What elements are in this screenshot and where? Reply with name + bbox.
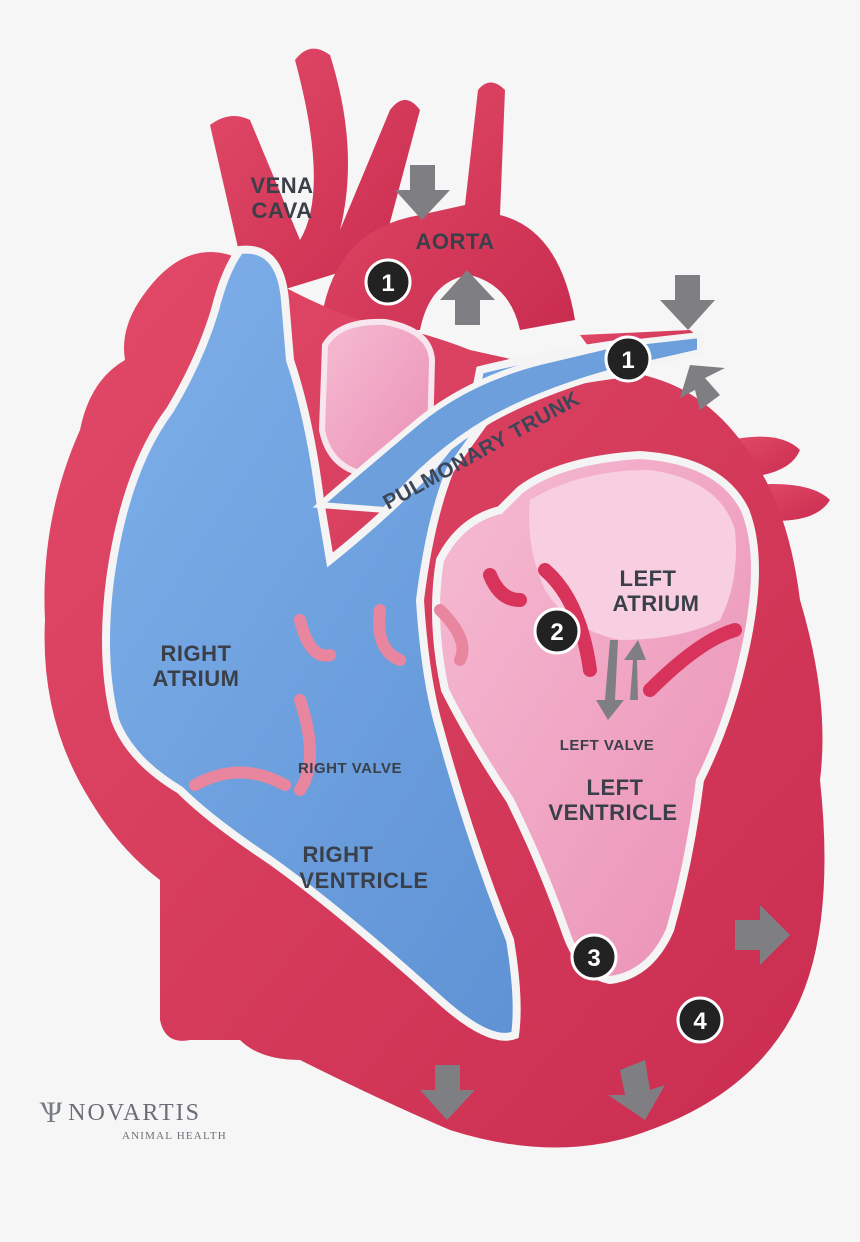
label-left-atrium-2: ATRIUM (613, 591, 700, 616)
novartis-mark-icon: Ѱ (40, 1096, 63, 1129)
arrow-valve-up-icon (624, 640, 646, 700)
arrow-bottom-right-icon (608, 1060, 665, 1120)
right-valve-leaflets (189, 604, 469, 796)
label-aorta: AORTA (415, 229, 494, 254)
marker-wall: 4 (676, 996, 724, 1044)
label-left-ventricle-2: VENTRICLE (548, 800, 677, 825)
label-right-ventricle-1: RIGHT (303, 842, 374, 867)
svg-text:4: 4 (693, 1008, 707, 1035)
label-vena-cava-1: VENA (250, 173, 313, 198)
left-atrium-area (529, 470, 736, 640)
arrow-wall-right-icon (735, 905, 790, 965)
brand-name: NOVARTIS (68, 1099, 201, 1126)
label-left-valve: LEFT VALVE (560, 737, 654, 754)
label-right-atrium-2: ATRIUM (153, 666, 240, 691)
left-valve-leaflets (483, 563, 742, 697)
label-left-atrium-1: LEFT (620, 566, 677, 591)
marker-apex: 3 (570, 933, 618, 981)
flow-arrows (395, 165, 790, 1120)
marker-pulmonary: 1 (604, 335, 652, 383)
brand-subtitle: ANIMAL HEALTH (122, 1130, 227, 1142)
label-right-atrium-1: RIGHT (161, 641, 232, 666)
arrow-bottom-left-icon (420, 1065, 475, 1120)
svg-text:3: 3 (587, 945, 600, 972)
arrow-pulmonary-down-icon (660, 275, 715, 330)
label-left-ventricle-1: LEFT (587, 775, 644, 800)
pulmonary-trunk (312, 331, 703, 514)
svg-text:2: 2 (550, 619, 563, 646)
svg-text:1: 1 (621, 347, 634, 374)
marker-aorta: 1 (364, 258, 412, 306)
svg-text:1: 1 (381, 270, 394, 297)
right-chamber (102, 245, 617, 1041)
arrow-aorta-up-icon (440, 270, 495, 325)
arrow-valve-down-icon (596, 640, 624, 720)
label-right-ventricle-2: VENTRICLE (299, 868, 428, 893)
arrow-pulmonary-up-icon (680, 365, 725, 410)
label-right-valve: RIGHT VALVE (298, 760, 402, 777)
novartis-logo: Ѱ NOVARTIS ANIMAL HEALTH (40, 1096, 227, 1143)
arrow-aorta-down-icon (395, 165, 450, 220)
marker-left-valve: 2 (533, 607, 581, 655)
label-vena-cava-2: CAVA (251, 198, 312, 223)
